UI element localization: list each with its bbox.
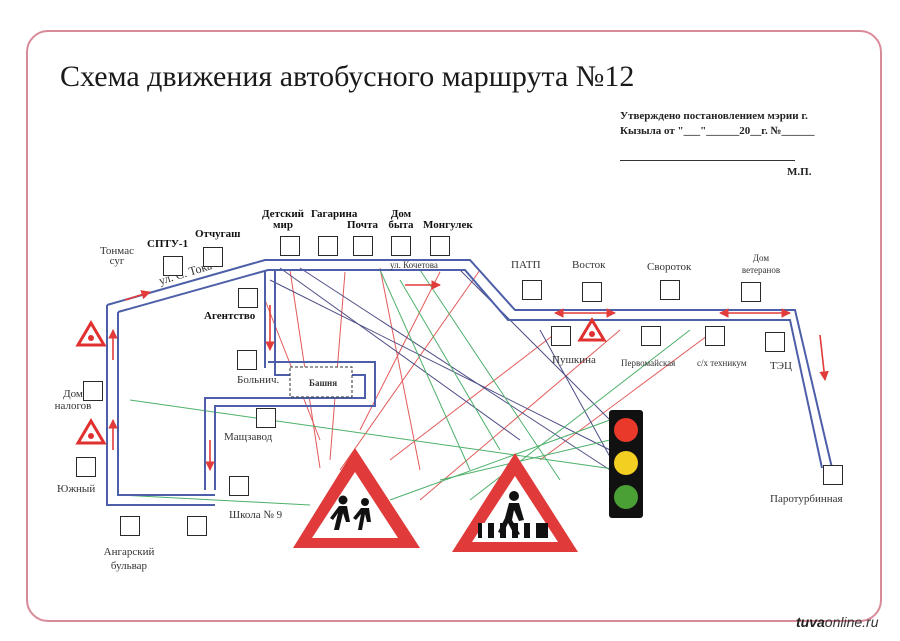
traffic-light-red xyxy=(614,418,638,442)
stop-box-sptu1 xyxy=(163,256,183,276)
traffic-light-green xyxy=(614,485,638,509)
stop-label-dom-veteranov: Дом ветеранов xyxy=(741,253,781,275)
stop-box-paroturbinnaya xyxy=(823,465,843,485)
sight-lines xyxy=(119,267,716,506)
stop-box-bolnich xyxy=(237,350,257,370)
traffic-light xyxy=(609,410,643,518)
stop-box-tets xyxy=(765,332,785,352)
road-middle-outer xyxy=(204,368,366,490)
stop-label-agentstvo: Агентство xyxy=(204,310,256,322)
stop-label-sptu1: СПТУ-1 xyxy=(147,238,189,250)
page-title: Схема движения автобусного маршрута №12 xyxy=(60,60,635,93)
stop-label-shkola9: Школа № 9 xyxy=(229,509,283,521)
stop-label-vostok: Восток xyxy=(572,259,606,271)
stop-label-pochta: Почта xyxy=(347,219,379,231)
stop-label-paroturbinnaya: Паротурбинная xyxy=(770,493,843,505)
stop-label-gagarina: Гагарина xyxy=(311,208,358,220)
children-sign xyxy=(293,448,420,548)
stop-box-pochta xyxy=(353,236,373,256)
stop-box-patp xyxy=(522,280,542,300)
stop-box-sh-tekhnikum xyxy=(705,326,725,346)
warning-sign-small-1 xyxy=(75,320,107,347)
direction-arrows xyxy=(108,280,829,471)
page-border xyxy=(26,30,882,622)
bashnya-building xyxy=(289,366,353,398)
stop-box-pervomayskaya xyxy=(641,326,661,346)
stop-label-angarsky: Ангарский бульвар xyxy=(103,546,155,572)
signature-line xyxy=(620,160,795,161)
road-top-outer xyxy=(106,259,833,469)
route-roads xyxy=(106,259,833,506)
building-label-bashnya: Башня xyxy=(309,378,338,388)
arrow-toka xyxy=(124,290,151,301)
traffic-light-yellow xyxy=(614,451,638,475)
stop-box-angarsky-1 xyxy=(120,516,140,536)
stop-label-sh-tekhnikum: с/х техникум xyxy=(697,358,747,368)
stop-label-pushkina: Пушкина xyxy=(552,354,596,366)
warning-sign-small-2 xyxy=(75,418,107,445)
stop-label-detskiy-mir: Детский мир xyxy=(261,208,305,231)
stop-label-dom-nalogov: Дом налогов xyxy=(54,388,92,412)
stop-box-agentstvo xyxy=(238,288,258,308)
small-warning-signs xyxy=(75,317,607,445)
approval-line-1: Утверждено постановлением мэрии г. xyxy=(620,110,808,122)
stop-label-svorotok: Свороток xyxy=(647,261,692,273)
stop-box-otchugash xyxy=(203,247,223,267)
stop-box-pushkina xyxy=(551,326,571,346)
pedestrian-sign xyxy=(452,453,578,552)
warning-sign-small-3 xyxy=(577,317,607,342)
stop-label-yuzhny: Южный xyxy=(57,483,96,495)
approval-block: Утверждено постановлением мэрии г. Кызыл… xyxy=(620,109,815,139)
road-top-inner xyxy=(117,269,823,469)
road-middle-inner xyxy=(214,361,376,490)
stop-box-dom-veteranov xyxy=(741,282,761,302)
stop-box-vostok xyxy=(582,282,602,302)
stop-label-otchugash: Отчугаш xyxy=(195,228,241,240)
watermark: tuvaonline.ru xyxy=(796,614,879,630)
arrow-tets xyxy=(819,334,829,381)
approval-line-2: Кызыла от "___"______20__г. №______ xyxy=(620,125,815,137)
stop-label-dom-byta: Дом быта xyxy=(388,208,414,231)
stop-box-yuzhny xyxy=(76,457,96,477)
road-left-outer xyxy=(106,305,215,506)
watermark-bold: tuva xyxy=(796,614,825,630)
stop-box-dom-nalogov xyxy=(83,381,103,401)
stop-label-mongulek: Монгулек xyxy=(423,219,473,231)
stamp-label: М.П. xyxy=(787,166,812,178)
stop-box-detskiy-mir xyxy=(280,236,300,256)
stop-box-mashzavod xyxy=(256,408,276,428)
stop-label-mashzavod: Мащзавод xyxy=(224,431,273,443)
stop-box-mongulek xyxy=(430,236,450,256)
stop-label-bolnich: Больнич. xyxy=(237,374,280,386)
stop-box-shkola9 xyxy=(229,476,249,496)
stop-box-angarsky-2 xyxy=(187,516,207,536)
watermark-rest: online.ru xyxy=(824,614,879,630)
stop-label-pervomayskaya: Первомайская xyxy=(621,358,676,368)
stop-box-svorotok xyxy=(660,280,680,300)
stop-label-tonmas-sug: Тонмас суг xyxy=(100,245,134,267)
road-left-inner xyxy=(117,312,215,496)
stop-label-patp: ПАТП xyxy=(511,259,541,271)
stop-box-gagarina xyxy=(318,236,338,256)
street-label-kochetova: ул. Кочетова xyxy=(390,260,438,270)
stop-box-dom-byta xyxy=(391,236,411,256)
stop-label-tets: ТЭЦ xyxy=(770,360,792,372)
